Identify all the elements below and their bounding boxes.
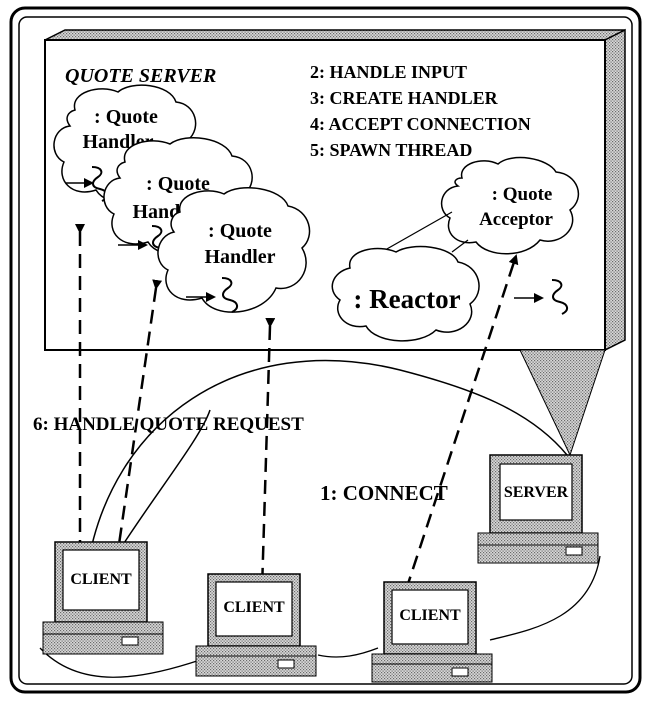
step-2: 2: HANDLE INPUT: [310, 62, 467, 82]
reactor-label: : Reactor: [353, 284, 460, 314]
computer-icon: CLIENT: [371, 581, 493, 683]
handle-request-label: 6: HANDLE QUOTE REQUEST: [33, 414, 304, 435]
connect-label: 1: CONNECT: [320, 481, 448, 505]
client1-label: CLIENT: [70, 571, 132, 588]
network-cable: [39, 555, 601, 678]
reactor-cloud: : Reactor: [331, 211, 480, 342]
client2-label: CLIENT: [223, 599, 285, 616]
step-4: 4: ACCEPT CONNECTION: [310, 114, 531, 134]
dashed-arrow-handler2: [111, 279, 163, 574]
computer-icon: SERVER: [477, 454, 599, 564]
handler-3-line1: : Quote: [208, 220, 272, 242]
server-title: QUOTE SERVER: [65, 65, 216, 87]
server-box-side: [604, 28, 626, 352]
step-3: 3: CREATE HANDLER: [310, 88, 499, 108]
server-computer-label: SERVER: [504, 484, 569, 501]
dashed-arrow-handler3: [257, 317, 276, 592]
acceptor-line1: : Quote: [492, 184, 553, 205]
client3-label: CLIENT: [399, 607, 461, 624]
handler-1-line1: : Quote: [94, 106, 158, 128]
quote-handler-cloud-3: : Quote Handler: [157, 187, 311, 313]
dashed-arrow-connect: [404, 254, 519, 591]
handler-2-line1: : Quote: [146, 173, 210, 195]
computer-icon: CLIENT: [195, 573, 317, 677]
step-5: 5: SPAWN THREAD: [310, 140, 472, 160]
server-box-projection: [519, 349, 606, 457]
computer-icon: CLIENT: [42, 541, 164, 655]
inner-frame: [18, 16, 633, 685]
server-box-top: [44, 29, 626, 41]
acceptor-line2: Acceptor: [479, 209, 553, 230]
handler-3-line2: Handler: [204, 246, 275, 268]
quote-acceptor-cloud: : Quote Acceptor: [440, 156, 580, 255]
